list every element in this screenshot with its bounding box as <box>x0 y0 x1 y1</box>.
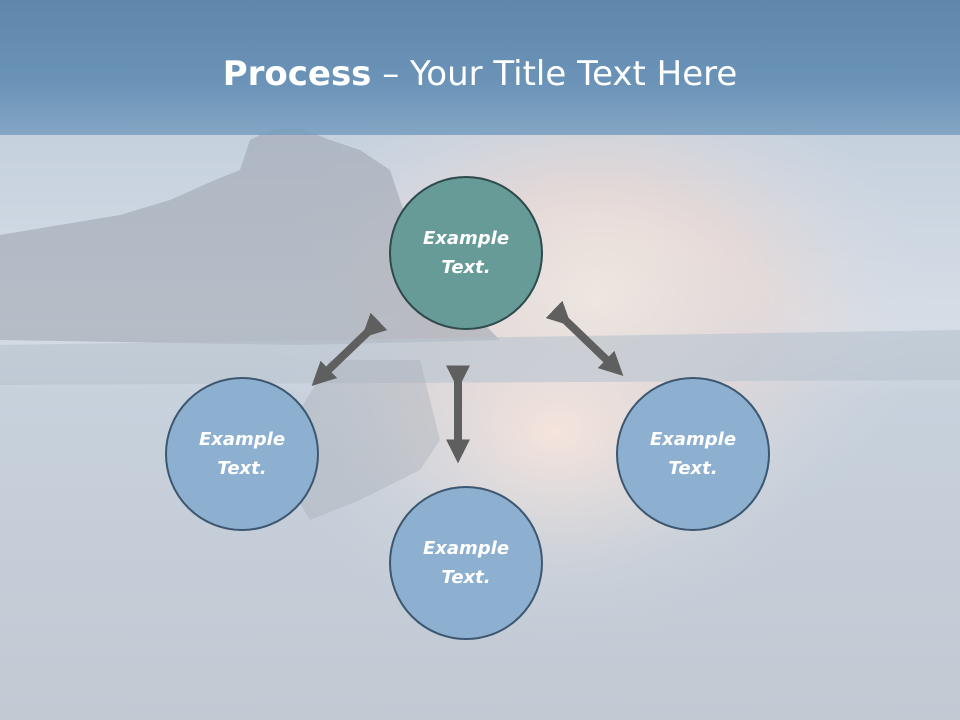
node-right-line1: Example <box>649 429 737 450</box>
arrow-center-left <box>311 312 388 386</box>
node-left-line2: Text. <box>217 458 267 479</box>
node-right[interactable]: Example Text. <box>616 377 770 531</box>
arrow-center-right <box>545 300 624 376</box>
node-bottom-line1: Example <box>422 538 510 559</box>
title-rest: – Your Title Text Here <box>371 54 738 94</box>
node-left-line1: Example <box>198 429 286 450</box>
node-bottom-line2: Text. <box>441 567 491 588</box>
node-center-line1: Example <box>422 228 510 249</box>
title-bold: Process <box>222 54 372 94</box>
node-left[interactable]: Example Text. <box>165 377 319 531</box>
node-center[interactable]: Example Text. <box>389 176 543 330</box>
title-band <box>0 0 960 135</box>
node-center-line2: Text. <box>441 257 491 278</box>
node-bottom[interactable]: Example Text. <box>389 486 543 640</box>
slide-title: Process – Your Title Text Here <box>0 52 960 96</box>
node-right-line2: Text. <box>668 458 718 479</box>
